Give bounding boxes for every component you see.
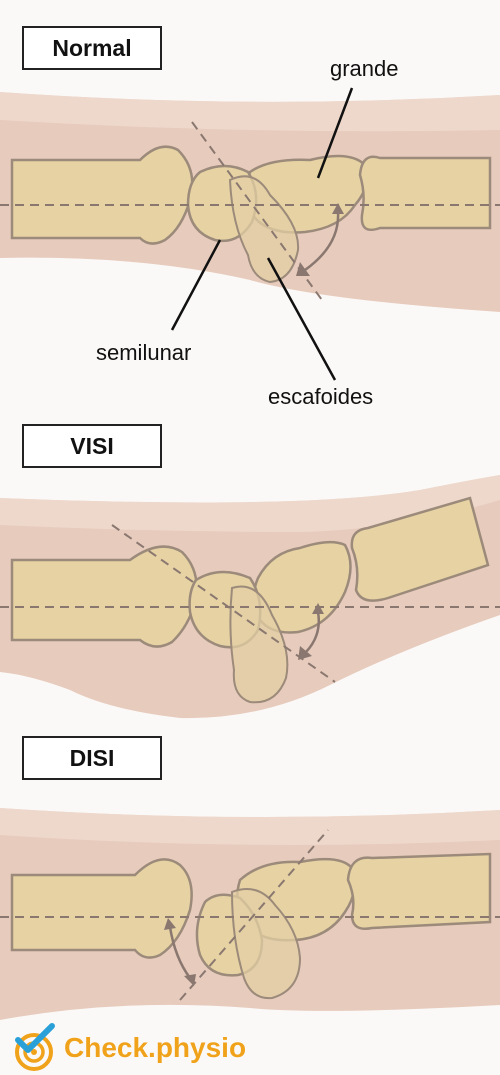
panel-title-visi: VISI <box>22 424 162 468</box>
angle-arc <box>168 926 192 979</box>
disi-illustration <box>0 808 500 1020</box>
angle-arrowhead-bottom <box>296 262 310 276</box>
angle-arc <box>305 611 320 653</box>
brand-logo: Check.physio <box>10 1022 270 1072</box>
angle-arrowhead-top <box>164 918 176 930</box>
radius-bone <box>10 145 194 245</box>
angle-arc <box>304 211 340 272</box>
panel-normal: Normal grande semilunar escafoides <box>0 0 500 420</box>
scaphoid-axis-line <box>179 829 329 1001</box>
forearm-skin-highlight <box>0 808 500 845</box>
scaphoid-leader-line <box>266 257 337 381</box>
panel-visi: VISI <box>0 420 500 730</box>
metacarpal-bone <box>346 852 492 930</box>
panel-disi: DISI <box>0 730 500 1020</box>
lunate-leader-line <box>170 239 222 331</box>
forearm-skin-highlight <box>0 475 500 532</box>
angle-arrowhead-top <box>332 203 344 214</box>
panel-title-normal: Normal <box>22 26 162 70</box>
scaphoid-bone <box>228 175 300 284</box>
angle-arrowhead-bottom <box>298 646 312 660</box>
metacarpal-bone <box>350 496 490 602</box>
radius-bone <box>10 545 198 648</box>
angle-arrowhead-bottom <box>184 974 196 986</box>
label-capitate: grande <box>330 56 399 81</box>
scaphoid-bone <box>229 585 289 704</box>
radius-bone <box>10 858 193 959</box>
normal-illustration <box>0 87 500 381</box>
scaphoid-axis-line <box>111 524 336 683</box>
label-scaphoid: escafoides <box>268 384 374 409</box>
visi-illustration <box>0 475 500 719</box>
brand-name: Check.physio <box>64 1032 247 1063</box>
panel-title-disi: DISI <box>22 736 162 780</box>
metacarpal-bone <box>358 155 492 232</box>
checkmark-target-icon <box>15 1023 55 1071</box>
angle-arrowhead-top <box>312 603 324 614</box>
capitate-leader-line <box>316 87 354 179</box>
label-lunate: semilunar <box>96 340 192 365</box>
forearm-skin-highlight <box>0 92 500 132</box>
